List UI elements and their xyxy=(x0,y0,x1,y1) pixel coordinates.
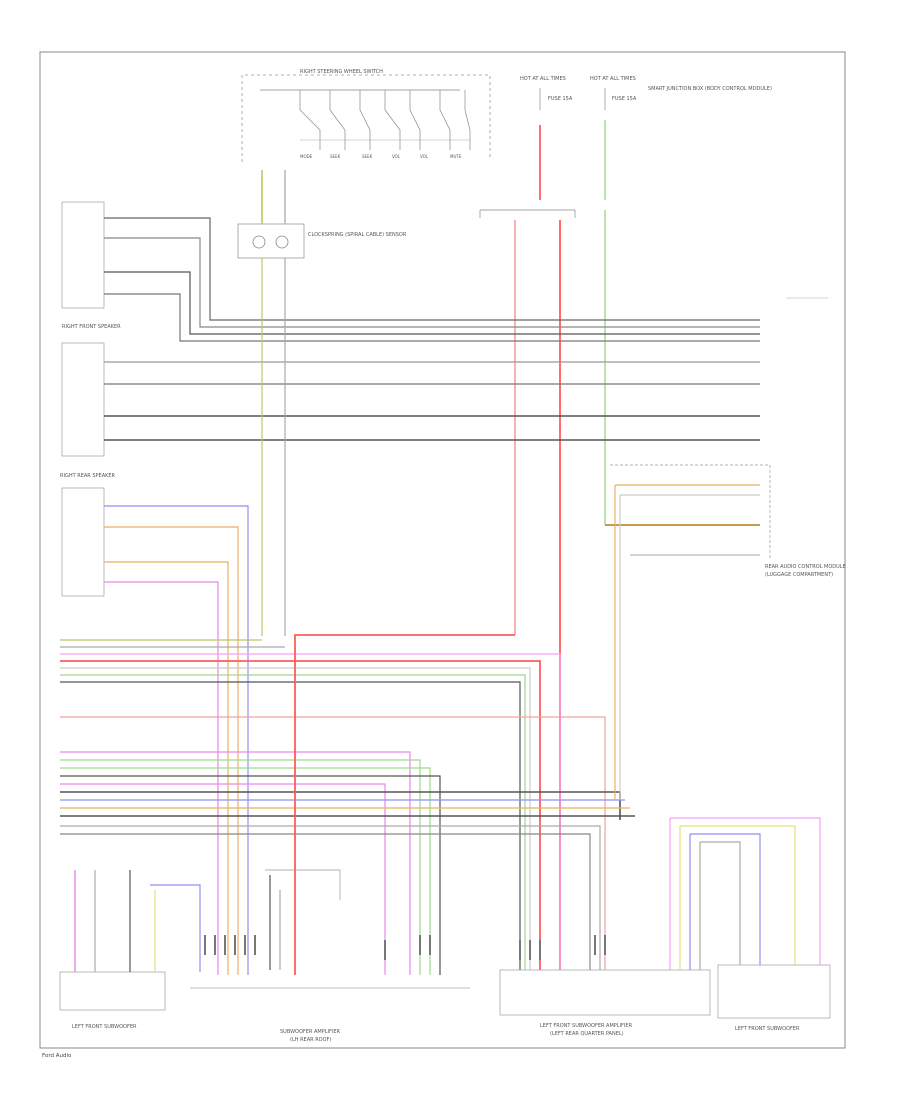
diagram-frame xyxy=(39,51,846,1049)
lower-wire-harness xyxy=(60,751,635,975)
middle-wire-harness xyxy=(60,639,606,970)
switch-title: RIGHT STEERING WHEEL SWITCH xyxy=(300,69,383,75)
fuse-note: SMART JUNCTION BOX (BODY CONTROL MODULE) xyxy=(648,86,772,92)
right-rear-speaker-label: RIGHT REAR SPEAKER xyxy=(60,473,116,479)
power-supply-2: HOT AT ALL TIMES FUSE 15A SMART JUNCTION… xyxy=(590,76,772,200)
svg-text:VOL: VOL xyxy=(392,154,401,159)
left-front-subwoofer-right-label: LEFT FRONT SUBWOOFER xyxy=(735,1026,800,1032)
left-front-sub-amp-sub-label: (LEFT REAR QUARTER PANEL) xyxy=(550,1031,624,1037)
left-rear-speaker xyxy=(61,487,105,597)
left-front-sub-amp: LEFT FRONT SUBWOOFER AMPLIFIER (LEFT REA… xyxy=(499,969,711,1037)
svg-text:SEEK: SEEK xyxy=(362,154,373,159)
rear-audio-sub-label: (LUGGAGE COMPARTMENT) xyxy=(765,572,833,578)
left-front-subwoofer-label: LEFT FRONT SUBWOOFER xyxy=(72,1024,137,1030)
left-front-subwoofer: LEFT FRONT SUBWOOFER xyxy=(59,870,201,1030)
clockspring-label: CLOCKSPRING (SPIRAL CABLE) SENSOR xyxy=(308,232,407,238)
rear-audio-label: REAR AUDIO CONTROL MODULE xyxy=(765,564,846,570)
fuse-label-2: FUSE 15A xyxy=(612,96,637,102)
clockspring-sensor: CLOCKSPRING (SPIRAL CABLE) SENSOR xyxy=(237,170,407,259)
left-rear-wires xyxy=(104,505,249,975)
power-supply-1: HOT AT ALL TIMES FUSE 15A xyxy=(520,76,573,200)
right-rear-speaker: RIGHT REAR SPEAKER xyxy=(60,342,116,479)
svg-text:MODE: MODE xyxy=(300,154,313,159)
svg-text:VOL: VOL xyxy=(420,154,429,159)
svg-text:MUTE: MUTE xyxy=(450,154,462,159)
fuse-label-1: FUSE 15A xyxy=(548,96,573,102)
hot-label-1: HOT AT ALL TIMES xyxy=(520,76,566,82)
subwoofer-amplifier: SUBWOOFER AMPLIFIER (LH REAR ROOF) xyxy=(190,869,470,1043)
hot-label-2: HOT AT ALL TIMES xyxy=(590,76,636,82)
right-front-speaker: RIGHT FRONT SPEAKER xyxy=(61,201,121,330)
footer-label: Ford Audio xyxy=(42,1053,72,1059)
svg-text:SEEK: SEEK xyxy=(330,154,341,159)
left-front-subwoofer-right: LEFT FRONT SUBWOOFER xyxy=(669,817,831,1032)
steering-wheel-switch: RIGHT STEERING WHEEL SWITCH MODE SEEK SE… xyxy=(241,69,491,162)
connector-stubs xyxy=(204,935,606,960)
subwoofer-amp-label: SUBWOOFER AMPLIFIER xyxy=(280,1029,341,1035)
splice-box xyxy=(479,209,606,970)
rear-audio-module: REAR AUDIO CONTROL MODULE (LUGGAGE COMPA… xyxy=(605,464,846,800)
left-front-sub-amp-label: LEFT FRONT SUBWOOFER AMPLIFIER xyxy=(540,1023,633,1029)
subwoofer-amp-sub-label: (LH REAR ROOF) xyxy=(290,1037,331,1043)
right-front-speaker-label: RIGHT FRONT SPEAKER xyxy=(62,324,121,330)
upper-wire-bundle xyxy=(104,217,760,441)
